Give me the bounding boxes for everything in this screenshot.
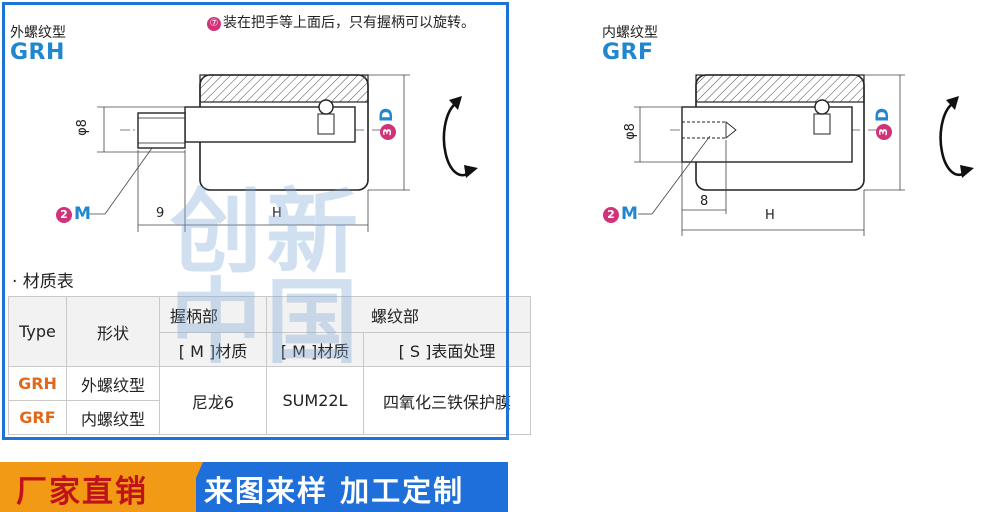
watermark-line1: 创新 bbox=[170, 179, 363, 286]
banner-slant bbox=[181, 462, 203, 512]
type-header: Type bbox=[8, 296, 67, 367]
grh-drawing bbox=[88, 74, 478, 232]
banner-right-text: 来图来样 加工定制 bbox=[204, 474, 465, 508]
shape-header: 形状 bbox=[66, 296, 160, 367]
table-row: GRH 外螺纹型 尼龙6 SUM22L 四氧化三铁保护膜 bbox=[8, 366, 531, 435]
thread-material-cell: SUM22L bbox=[266, 366, 364, 435]
note-badge: ⑦ bbox=[207, 17, 221, 31]
grh-m-badge: 2 bbox=[56, 207, 72, 223]
grf-d-label: 3D bbox=[873, 108, 893, 140]
note-text: 装在把手等上面后，只有握柄可以旋转。 bbox=[223, 15, 475, 31]
table-row: GRF 内螺纹型 bbox=[8, 400, 531, 435]
banner-left-text: 厂家直销 bbox=[16, 474, 148, 510]
watermark-line2: 中国 bbox=[170, 269, 363, 376]
grf-dim-8: 8 bbox=[700, 194, 709, 209]
shape-cell: 内螺纹型 bbox=[66, 400, 160, 435]
blue-frame bbox=[2, 2, 509, 440]
grip-material-cell: 尼龙6 bbox=[159, 366, 267, 435]
thread-header: 螺纹部 bbox=[266, 296, 531, 333]
type-cell: GRF bbox=[8, 400, 67, 435]
type-cell: GRH bbox=[8, 366, 67, 401]
grf-d-badge: 3 bbox=[876, 124, 892, 140]
grh-dim-9: 9 bbox=[156, 206, 165, 221]
grf-m-badge: 2 bbox=[603, 207, 619, 223]
grip-material-header: [ M ]材质 bbox=[159, 332, 267, 367]
grh-code: GRH bbox=[10, 40, 65, 65]
grf-drawing bbox=[634, 74, 974, 236]
material-table: Type 形状 握柄部 螺纹部 [ M ]材质 [ M ]材质 [ S ]表面处… bbox=[8, 296, 531, 435]
grf-code: GRF bbox=[602, 40, 654, 65]
material-section-title: · 材质表 bbox=[12, 272, 74, 292]
banner-left-panel bbox=[0, 462, 196, 512]
grf-dim-h: H bbox=[765, 208, 775, 223]
grip-header: 握柄部 bbox=[159, 296, 267, 333]
grf-caption: 内螺纹型 bbox=[602, 25, 658, 41]
grh-dim-h: H bbox=[272, 206, 282, 221]
grf-dim-phi8: φ8 bbox=[622, 123, 638, 140]
grh-caption: 外螺纹型 bbox=[10, 25, 66, 41]
promo-banner: 厂家直销 来图来样 加工定制 bbox=[0, 462, 508, 512]
surface-cell: 四氧化三铁保护膜 bbox=[363, 366, 531, 435]
